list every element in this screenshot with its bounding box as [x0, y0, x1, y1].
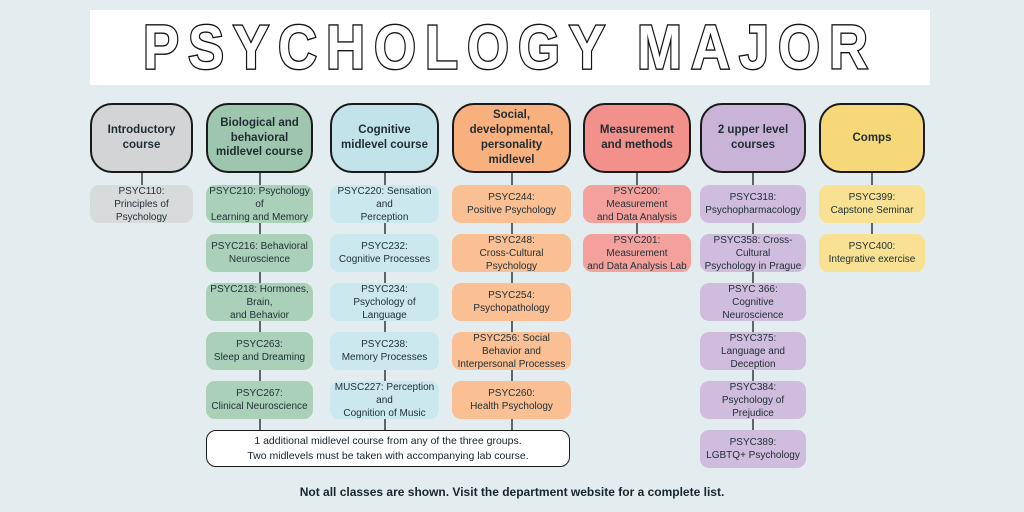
course-box-upper-level-3: PSYC375: Language and Deception	[700, 332, 806, 370]
course-box-upper-level-2: PSYC 366: Cognitive Neuroscience	[700, 283, 806, 321]
header-social-developmental: Social, developmental, personality midle…	[452, 103, 571, 173]
course-box-comps-1: PSYC400: Integrative exercise	[819, 234, 925, 272]
note-line-1: 1 additional midlevel course from any of…	[254, 435, 522, 448]
course-box-biological-behavioral-2: PSYC218: Hormones, Brain, and Behavior	[206, 283, 313, 321]
course-box-social-developmental-0: PSYC244: Positive Psychology	[452, 185, 571, 223]
header-measurement-methods: Measurement and methods	[583, 103, 691, 173]
course-box-social-developmental-1: PSYC248: Cross-Cultural Psychology	[452, 234, 571, 272]
course-box-upper-level-0: PSYC318: Psychopharmacology	[700, 185, 806, 223]
course-box-social-developmental-3: PSYC256: Social Behavior and Interperson…	[452, 332, 571, 370]
course-box-social-developmental-2: PSYC254: Psychopathology	[452, 283, 571, 321]
course-box-upper-level-1: PSYC358: Cross-Cultural Psychology in Pr…	[700, 234, 806, 272]
header-cognitive: Cognitive midlevel course	[330, 103, 439, 173]
column-biological-behavioral: Biological and behavioral midlevel cours…	[206, 103, 313, 473]
course-box-upper-level-5: PSYC389: LGBTQ+ Psychology	[700, 430, 806, 468]
additional-midlevel-note: 1 additional midlevel course from any of…	[206, 430, 570, 467]
course-box-comps-0: PSYC399: Capstone Seminar	[819, 185, 925, 223]
course-box-introductory-0: PSYC110: Principles of Psychology	[90, 185, 193, 223]
course-box-biological-behavioral-4: PSYC267: Clinical Neuroscience	[206, 381, 313, 419]
footer-disclaimer: Not all classes are shown. Visit the dep…	[299, 485, 725, 499]
course-box-upper-level-4: PSYC384: Psychology of Prejudice	[700, 381, 806, 419]
course-box-measurement-methods-1: PSYC201: Measurement and Data Analysis L…	[583, 234, 691, 272]
course-box-cognitive-3: PSYC238: Memory Processes	[330, 332, 439, 370]
course-box-cognitive-0: PSYC220: Sensation and Perception	[330, 185, 439, 223]
header-biological-behavioral: Biological and behavioral midlevel cours…	[206, 103, 313, 173]
header-comps: Comps	[819, 103, 925, 173]
header-upper-level: 2 upper level courses	[700, 103, 806, 173]
connector-line	[140, 173, 143, 191]
course-box-biological-behavioral-1: PSYC216: Behavioral Neuroscience	[206, 234, 313, 272]
title-banner: PSYCHOLOGY MAJOR	[90, 10, 930, 85]
course-box-cognitive-4: MUSC227: Perception and Cognition of Mus…	[330, 381, 439, 419]
note-line-2: Two midlevels must be taken with accompa…	[247, 449, 529, 462]
course-box-cognitive-2: PSYC234: Psychology of Language	[330, 283, 439, 321]
course-box-measurement-methods-0: PSYC200: Measurement and Data Analysis	[583, 185, 691, 223]
page-title: PSYCHOLOGY MAJOR	[142, 12, 878, 84]
course-box-social-developmental-4: PSYC260: Health Psychology	[452, 381, 571, 419]
course-box-biological-behavioral-3: PSYC263: Sleep and Dreaming	[206, 332, 313, 370]
header-introductory: Introductory course	[90, 103, 193, 173]
course-box-cognitive-1: PSYC232: Cognitive Processes	[330, 234, 439, 272]
course-box-biological-behavioral-0: PSYC210: Psychology of Learning and Memo…	[206, 185, 313, 223]
column-social-developmental: Social, developmental, personality midle…	[452, 103, 571, 473]
